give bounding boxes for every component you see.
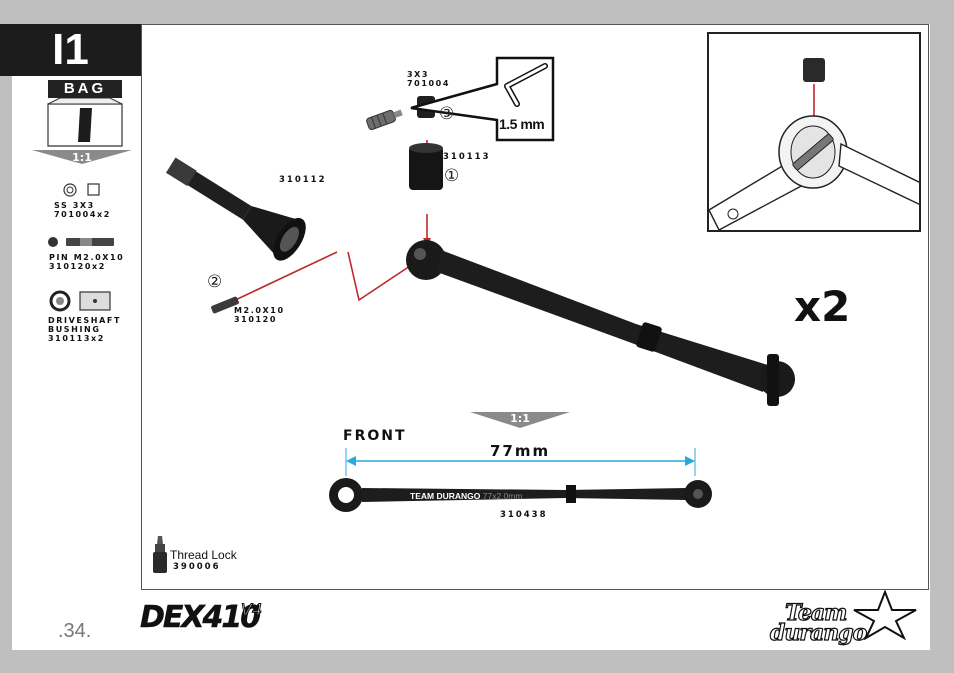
- hex-tool-size: 1.5 mm: [499, 116, 545, 132]
- pin-number: 310120: [234, 315, 277, 324]
- product-version-logo: V4: [240, 600, 263, 620]
- length-dimension: 77mm: [490, 442, 551, 460]
- sidebar-part-setscrew-name: SS 3X3: [54, 201, 95, 210]
- shaft-spec: 77x2.0mm: [482, 491, 523, 501]
- bag-scale-label: 1:1: [72, 151, 92, 164]
- detail-inset: [707, 32, 924, 232]
- brand-logo-durango: durango: [769, 619, 867, 646]
- thread-lock-number: 390006: [173, 562, 221, 572]
- lower-scale-label: 1:1: [510, 412, 530, 425]
- detail-illustration: [708, 58, 924, 231]
- shaft-brand: TEAM DURANGO: [410, 491, 481, 501]
- bag-icon: [32, 98, 132, 164]
- sidebar-part-bushing-name: DRIVESHAFT: [48, 316, 122, 325]
- setscrew-callout: 3X3 701004: [407, 70, 450, 88]
- sidebar-part-pin: PIN M2.0X10 310120x2: [49, 253, 124, 271]
- sidebar-part-bushing-qty: 310113x2: [48, 334, 105, 343]
- quantity-label: x2: [794, 282, 851, 331]
- setscrew-number: 701004: [407, 79, 450, 88]
- sidebar-part-setscrew-qty: 701004x2: [54, 210, 111, 219]
- lower-scale-arrow: [470, 412, 570, 428]
- assembly-illustration: [165, 56, 795, 406]
- product-logo: DEX410: [140, 600, 262, 636]
- setscrew-size: 3X3: [407, 70, 430, 79]
- sidebar-part-setscrew: SS 3X3 701004x2: [54, 201, 111, 219]
- sidebar-part-pin-name: PIN M2.0X10: [49, 253, 125, 262]
- thread-lock-icon: [153, 536, 167, 573]
- thread-lock-label: Thread Lock: [170, 548, 237, 562]
- axle-number: 310112: [279, 175, 327, 185]
- bag-label: BAG: [48, 80, 122, 98]
- pin-size: M2.0X10: [234, 306, 285, 315]
- driveshaft-side-view: [329, 448, 712, 512]
- brand-logo-team: Team: [784, 599, 848, 626]
- sidebar-part-bushing-name-2: BUSHING: [48, 325, 101, 334]
- sidebar-part-pin-qty: 310120x2: [49, 262, 106, 271]
- setscrew-icon: [63, 183, 100, 197]
- page-number: .34.: [58, 620, 92, 642]
- shaft-imprint: TEAM DURANGO 77x2.0mm: [410, 491, 522, 501]
- pin-icon: [48, 237, 114, 247]
- sidebar-part-bushing: DRIVESHAFT BUSHING 310113x2: [48, 316, 121, 343]
- step-marker-3: ③: [439, 104, 455, 124]
- step-marker-1: ①: [444, 166, 460, 186]
- step-number: I1: [0, 24, 141, 76]
- pin-callout: M2.0X10 310120: [234, 306, 285, 324]
- bushing-icon: [49, 290, 111, 312]
- shaft-number: 310438: [500, 510, 548, 520]
- bushing-number: 310113: [443, 152, 491, 162]
- star-icon: [853, 590, 917, 640]
- front-label: FRONT: [343, 428, 407, 444]
- step-marker-2: ②: [207, 272, 223, 292]
